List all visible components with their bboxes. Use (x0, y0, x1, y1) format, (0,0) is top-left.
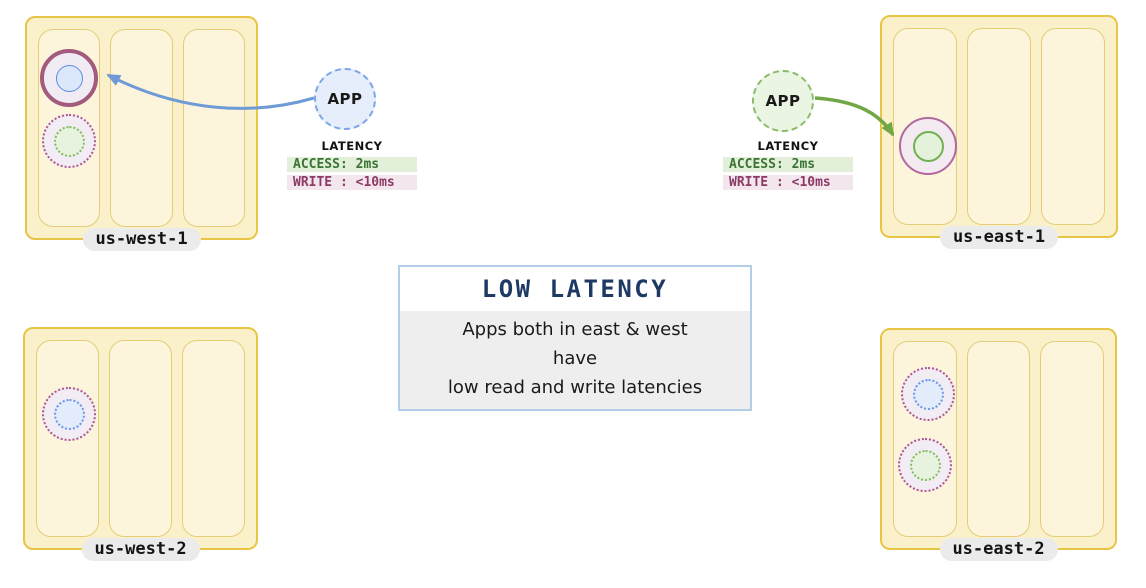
az-column (38, 29, 101, 227)
replica-core-green-dotted-icon (909, 449, 941, 481)
latency-access-badge: ACCESS: 2ms (723, 157, 853, 172)
az-column (1041, 28, 1105, 225)
replica-inactive-blue-circle (901, 367, 955, 421)
az-column (1040, 341, 1105, 537)
replica-inactive-blue-circle (42, 387, 96, 441)
info-line: Apps both in east & west (462, 319, 688, 340)
latency-write-badge: WRITE : <10ms (287, 175, 417, 190)
region-us-west-2: us-west-2 (23, 327, 258, 561)
region-label-us-west-1: us-west-1 (82, 228, 201, 251)
latency-block-east: LATENCY ACCESS: 2ms WRITE : <10ms (723, 139, 853, 190)
latency-block-west: LATENCY ACCESS: 2ms WRITE : <10ms (287, 139, 417, 190)
app-node-east: APP (752, 70, 814, 132)
replica-core-blue-dotted-icon (912, 378, 944, 410)
latency-access-badge: ACCESS: 2ms (287, 157, 417, 172)
replica-active-green-circle (899, 117, 957, 175)
region-us-east-2: us-east-2 (880, 328, 1117, 561)
region-label-us-east-2: us-east-2 (939, 538, 1058, 561)
az-column (182, 340, 245, 537)
az-column (967, 28, 1031, 225)
az-column (893, 341, 957, 537)
info-line: low read and write latencies (447, 377, 703, 398)
replica-core-green-icon (912, 130, 944, 162)
region-us-east-1: us-east-1 (880, 15, 1118, 249)
replica-inactive-green-circle (898, 438, 952, 492)
replica-core-blue-dotted-icon (53, 398, 85, 430)
latency-title: LATENCY (757, 139, 819, 153)
region-us-west-1: us-west-1 (25, 16, 258, 251)
app-node-west: APP (314, 68, 376, 130)
az-column (893, 28, 957, 225)
region-label-us-west-2: us-west-2 (81, 538, 200, 561)
latency-write-badge: WRITE : <10ms (723, 175, 853, 190)
replica-active-blue-circle (40, 49, 98, 107)
info-line: have (552, 348, 598, 369)
replica-core-green-dotted-icon (53, 125, 85, 157)
info-box: LOW LATENCY Apps both in east & west hav… (398, 265, 752, 411)
az-column (182, 29, 245, 227)
latency-title: LATENCY (321, 139, 383, 153)
az-column (109, 340, 172, 537)
app-label: APP (327, 90, 363, 108)
info-box-body: Apps both in east & west have low read a… (400, 311, 750, 409)
az-column (966, 341, 1031, 537)
az-column (36, 340, 99, 537)
app-label: APP (765, 92, 801, 110)
info-box-title: LOW LATENCY (400, 267, 750, 311)
region-label-us-east-1: us-east-1 (939, 226, 1059, 249)
replica-core-blue-icon (55, 64, 83, 92)
replica-inactive-green-circle (42, 114, 96, 168)
az-column (110, 29, 173, 227)
